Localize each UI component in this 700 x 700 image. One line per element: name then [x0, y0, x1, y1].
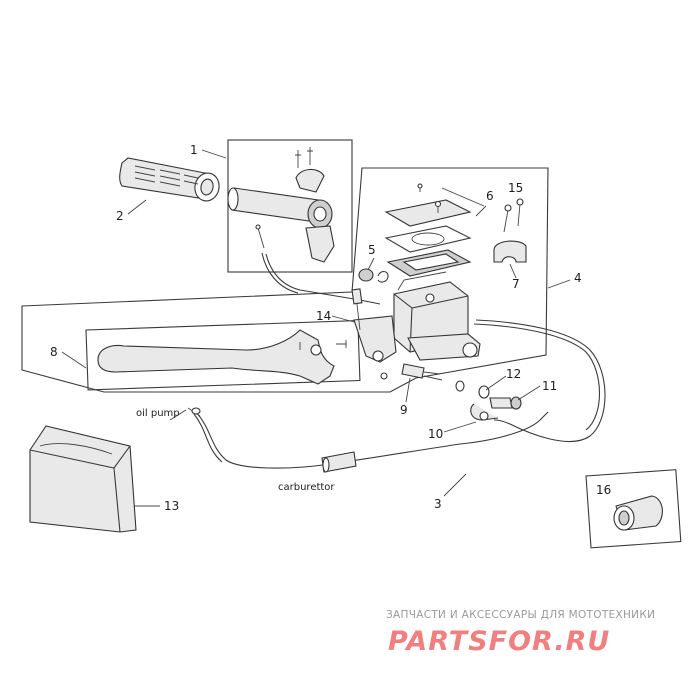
clamp-group	[493, 198, 527, 263]
label-carburettor: carburettor	[278, 482, 335, 493]
callout-8: 8	[50, 345, 58, 359]
leader-lines	[61, 149, 571, 507]
callout-9: 9	[400, 403, 408, 417]
callout-3: 3	[434, 497, 442, 511]
throttle-cable	[187, 407, 549, 473]
callout-6: 6	[486, 189, 494, 203]
reservoir-cover-stack	[384, 183, 472, 277]
reservoir-cap	[358, 268, 389, 283]
callout-5: 5	[368, 243, 376, 257]
callout-15: 15	[508, 181, 523, 195]
watermark-logo: PARTSFOR.RU	[388, 626, 610, 657]
callout-13: 13	[164, 499, 179, 513]
watermark-logo-part2: FOR.RU	[489, 626, 611, 657]
callout-7: 7	[512, 277, 520, 291]
master-cylinder-body	[393, 271, 481, 361]
brake-switch-and-banjo	[401, 363, 522, 421]
watermark-logo-part1: PARTS	[388, 626, 489, 657]
callout-2: 2	[116, 209, 124, 223]
callout-16: 16	[596, 483, 611, 497]
callout-14: 14	[316, 309, 331, 323]
callout-12: 12	[506, 367, 521, 381]
callout-numbers: 1 2 3 4 5 6 7 8 9 10 11 12 13 14 15 16	[50, 143, 611, 513]
watermark: ЗАПЧАСТИ И АКСЕССУАРЫ ДЛЯ МОТОТЕХНИКИ PA…	[386, 609, 655, 657]
watermark-tagline: ЗАПЧАСТИ И АКСЕССУАРЫ ДЛЯ МОТОТЕХНИКИ	[386, 609, 655, 621]
callout-1: 1	[190, 143, 198, 157]
callout-11: 11	[542, 379, 557, 393]
spare-parts-bag	[29, 425, 137, 533]
label-oil-pump: oil pump	[136, 408, 180, 419]
handlebar-grip	[119, 157, 220, 202]
bushing-detail-box	[585, 469, 682, 549]
master-cylinder-enclosure	[21, 167, 549, 393]
lever-group	[85, 319, 361, 391]
lever-bracket	[351, 288, 397, 380]
callout-4: 4	[574, 271, 582, 285]
throttle-group	[227, 139, 353, 273]
callout-10: 10	[428, 427, 443, 441]
